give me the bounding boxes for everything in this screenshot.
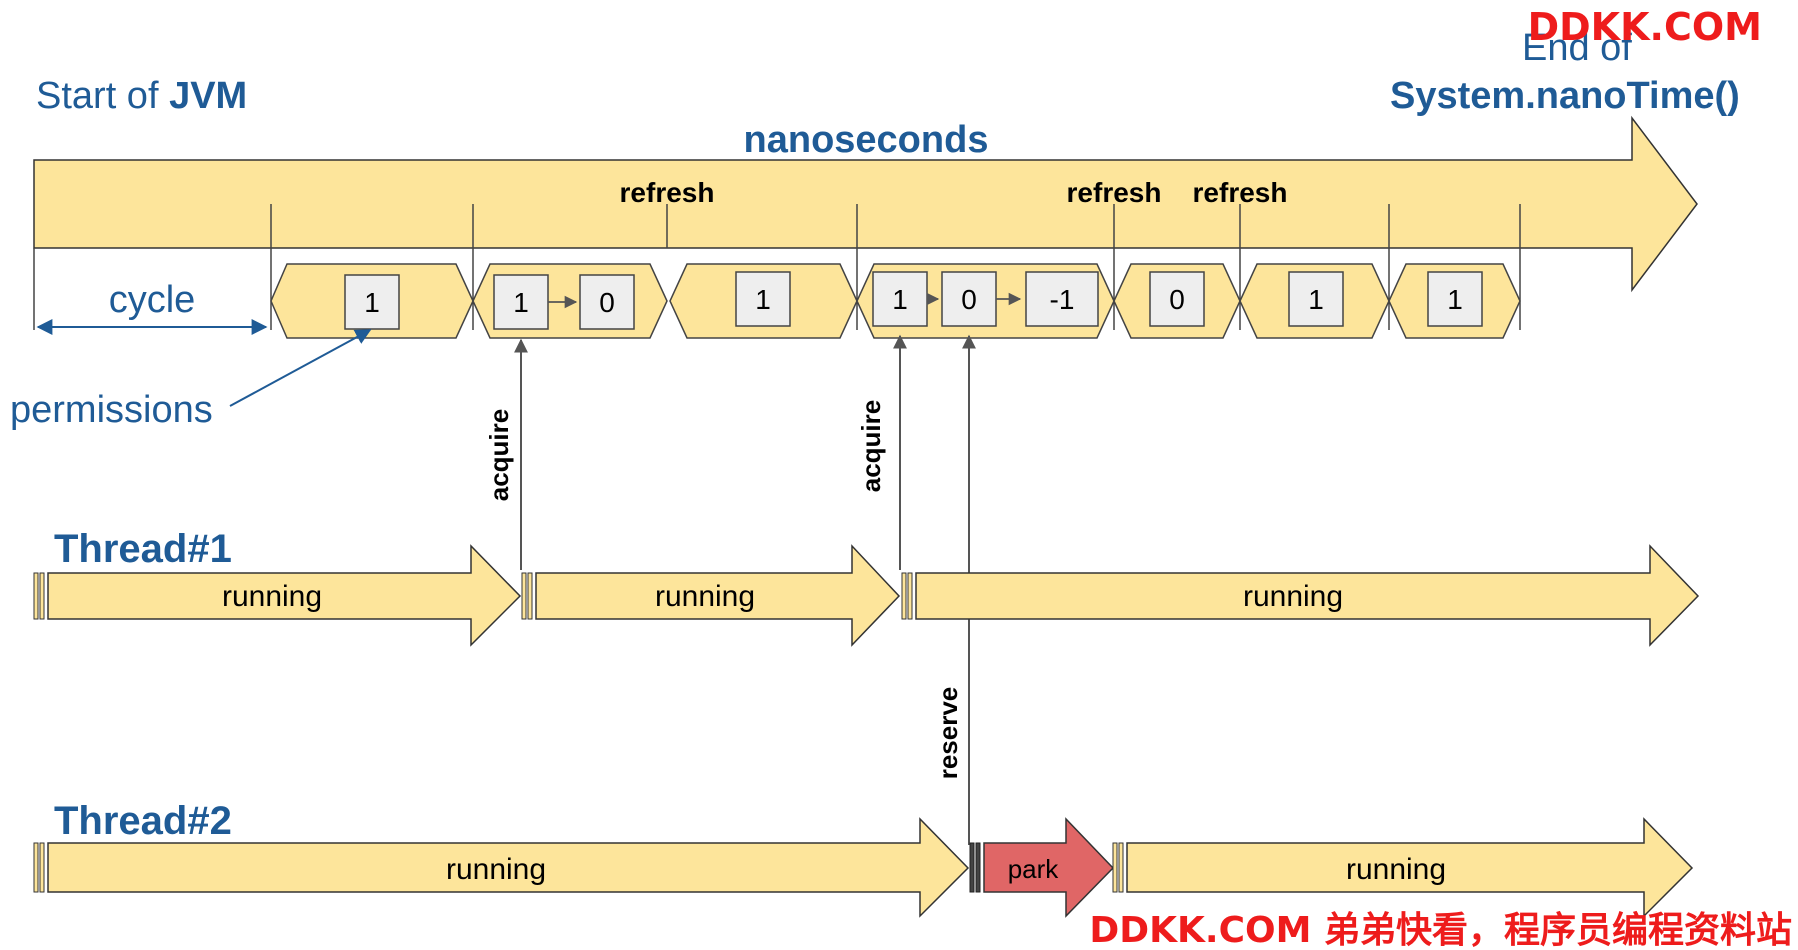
thread2-running-segment xyxy=(47,817,970,918)
permit-box xyxy=(1149,271,1205,327)
permissions-pointer-arrow xyxy=(229,329,372,407)
thread1-running-segment xyxy=(915,544,1700,647)
permit-value: 0 xyxy=(599,287,615,318)
nanotime-label: System.nanoTime() xyxy=(1390,75,1740,117)
permit-box xyxy=(493,274,549,330)
cycle-cell: 1 0 -1 xyxy=(856,263,1115,339)
refresh-label: refresh xyxy=(1067,177,1162,208)
permit-box xyxy=(872,271,928,327)
context-switch-marker xyxy=(33,572,39,620)
permit-box xyxy=(1025,271,1099,327)
watermark-bottom: DDKK.COM 弟弟快看，程序员编程资料站 xyxy=(1089,910,1792,950)
cycle-boundaries xyxy=(33,204,1521,330)
permit-value: 1 xyxy=(364,287,380,318)
thread1-running-segment xyxy=(47,544,522,647)
context-switch-marker xyxy=(975,842,981,893)
refresh-label: refresh xyxy=(1193,177,1288,208)
cycle-cell: 0 xyxy=(1113,263,1241,339)
cycle-label: cycle xyxy=(109,279,196,321)
nanoseconds-timeline-arrow xyxy=(33,115,1698,293)
acquire-label: acquire xyxy=(484,409,514,502)
cycle-cell: 1 xyxy=(1388,263,1521,339)
permit-value: 1 xyxy=(755,284,771,315)
thread1-running-segment xyxy=(535,544,901,647)
permit-box xyxy=(579,274,635,330)
context-switch-marker xyxy=(39,842,45,893)
segment-label: running xyxy=(222,580,322,613)
thread2-label: Thread#2 xyxy=(54,799,232,843)
segment-label: running xyxy=(655,580,755,613)
segment-label: running xyxy=(1243,580,1343,613)
context-switch-marker xyxy=(969,842,975,893)
nanoseconds-label: nanoseconds xyxy=(744,119,989,161)
permit-box xyxy=(1427,271,1483,327)
permit-value: 1 xyxy=(1308,284,1324,315)
permit-value: 1 xyxy=(1447,284,1463,315)
start-of-jvm-label: Start of JVM xyxy=(36,75,247,117)
context-switch-marker xyxy=(39,572,45,620)
context-switch-marker xyxy=(901,572,907,620)
context-switch-marker xyxy=(1112,842,1118,893)
cycle-cell: 1 xyxy=(1239,263,1390,339)
permit-value: 1 xyxy=(892,284,908,315)
permit-value: 0 xyxy=(961,284,977,315)
cycle-cell: 1 xyxy=(270,263,474,339)
reserve-label: reserve xyxy=(933,687,963,780)
context-switch-marker xyxy=(521,572,527,620)
context-switch-marker xyxy=(1118,842,1124,893)
cycle-cell: 1 xyxy=(669,263,858,339)
thread2-park-segment xyxy=(983,817,1115,918)
cycle-cell: 1 0 xyxy=(472,263,668,339)
thread1-label: Thread#1 xyxy=(54,527,232,571)
permit-value: 0 xyxy=(1169,284,1185,315)
thread2-lane: running park running xyxy=(33,817,1694,918)
segment-label: running xyxy=(446,853,546,886)
thread2-running-segment xyxy=(1126,817,1694,918)
acquire-label: acquire xyxy=(856,400,886,493)
permit-box xyxy=(941,271,997,327)
permit-box xyxy=(1288,271,1344,327)
refresh-label: refresh xyxy=(620,177,715,208)
permissions-label: permissions xyxy=(10,389,213,431)
context-switch-marker xyxy=(907,572,913,620)
segment-label: running xyxy=(1346,853,1446,886)
permit-box xyxy=(344,274,400,330)
permit-value: -1 xyxy=(1050,284,1075,315)
context-switch-marker xyxy=(33,842,39,893)
permit-box xyxy=(735,271,791,327)
context-switch-marker xyxy=(527,572,533,620)
segment-label: park xyxy=(1008,854,1060,884)
thread1-lane: running running running xyxy=(33,544,1700,647)
watermark-top: DDKK.COM xyxy=(1528,5,1762,49)
permit-value: 1 xyxy=(513,287,529,318)
end-of-label: End of xyxy=(1522,27,1632,69)
